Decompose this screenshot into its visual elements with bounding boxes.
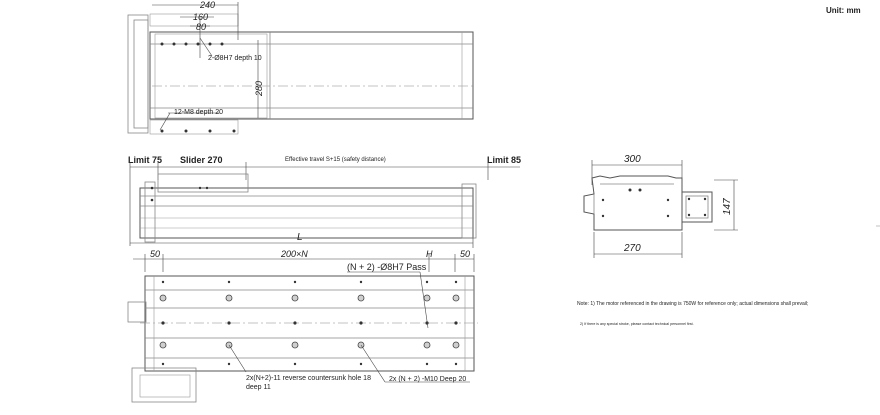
length-label: L: [297, 232, 303, 243]
dim-147: 147: [722, 198, 733, 215]
dim-280: 280: [254, 81, 264, 97]
note-2: 2) If there is any special stroke, pleas…: [580, 322, 694, 326]
label-threaded: 12-M8 depth 20: [174, 109, 223, 116]
dim-50-left: 50: [150, 249, 160, 259]
note-1: Note: 1) The motor referenced in the dra…: [577, 301, 808, 307]
pass-label: (N + 2) -Ø8H7 Pass: [347, 262, 427, 272]
side-view: Limit 75 Slider 270 Effective travel S+1…: [128, 155, 521, 248]
countersunk-label-2: deep 11: [246, 384, 271, 391]
limit-right: Limit 85: [487, 155, 521, 165]
m10-label: 2x (N + 2) -M10 Deep 20: [389, 376, 466, 383]
dim-270: 270: [623, 243, 641, 254]
dim-240: 240: [199, 0, 215, 10]
effective-travel: Effective travel S+15 (safety distance): [285, 157, 386, 163]
label-pin-holes: 2-Ø8H7 depth 10: [208, 55, 262, 62]
unit-label: Unit: mm: [826, 6, 861, 15]
limit-left: Limit 75: [128, 155, 162, 165]
notes: Note: 1) The motor referenced in the dra…: [577, 301, 808, 326]
slider-label: Slider 270: [180, 155, 223, 165]
end-view: 300 147 270: [583, 154, 880, 258]
bottom-hole-pattern: [159, 280, 460, 366]
bottom-view: 50 200×N H 50 (N + 2) -Ø8H7 Pass: [127, 249, 478, 403]
dim-300: 300: [624, 154, 641, 165]
dim-h: H: [426, 249, 433, 259]
dim-pitch: 200×N: [280, 249, 308, 259]
dim-80: 80: [196, 22, 206, 32]
dim-50-right: 50: [460, 249, 470, 259]
top-view: 240 160 80 280 2-Ø8H7 depth 10 12-M8 dep…: [127, 0, 474, 135]
dim-160: 160: [193, 12, 208, 22]
countersunk-label-1: 2x(N+2)-11 reverse countersunk hole 18: [246, 375, 371, 382]
